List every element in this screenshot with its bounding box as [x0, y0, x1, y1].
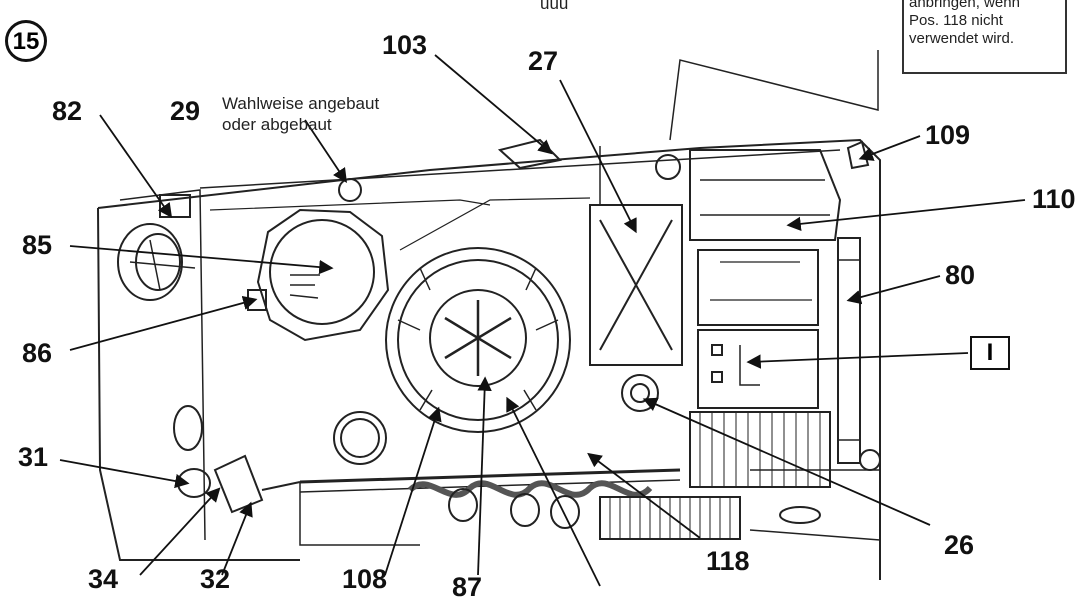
figure-number: 15: [5, 20, 47, 62]
callout-80: 80: [945, 260, 976, 290]
machine-drawing: [59, 50, 1026, 587]
motor-82-housing: [117, 223, 183, 301]
note-box-line-2: Pos. 118 nicht: [909, 12, 1003, 29]
boxed-label-i: I: [970, 336, 1010, 370]
knob-29: [338, 178, 362, 202]
callout-27: 27: [528, 46, 559, 76]
pump-26: [621, 374, 659, 412]
part-110-housing: [689, 149, 842, 241]
heater-80: [837, 237, 861, 464]
top-fragment-text: uuu: [540, 0, 569, 13]
callout-32: 32: [200, 564, 231, 594]
control-module: [697, 329, 819, 409]
valve-27-knob: [655, 154, 681, 180]
diagram-canvas: anbringen, wenn Pos. 118 nicht verwendet…: [5, 0, 1076, 601]
leader-80: [846, 275, 941, 305]
leader-110: [786, 199, 1026, 232]
leader-31: [59, 459, 190, 489]
left-panel: [119, 189, 206, 541]
leader-32: [221, 501, 253, 576]
note-box: anbringen, wenn Pos. 118 nicht verwendet…: [902, 0, 1067, 74]
leader-85: [69, 245, 334, 275]
leader-I: [746, 352, 969, 369]
callout-34: 34: [88, 564, 119, 594]
callout-82: 82: [52, 96, 83, 126]
leader-27: [559, 79, 637, 234]
pump-85-flange: [256, 208, 390, 342]
note-box-line-3: verwendet wird.: [909, 30, 1015, 47]
filter-27-frame: [589, 204, 683, 366]
leader-26: [642, 397, 931, 526]
note-29-line-1: Wahlweise angebaut: [222, 94, 380, 113]
note-29: Wahlweise angebaut oder abgebaut: [222, 94, 379, 135]
leader-108: [384, 406, 442, 576]
callout-86: 86: [22, 338, 53, 368]
part-34-bracket: [213, 454, 264, 514]
callout-110: 110: [1032, 184, 1076, 214]
leader-103: [434, 54, 553, 155]
callout-108: 108: [342, 564, 388, 594]
callout-109: 109: [925, 120, 971, 150]
drum-outer: [385, 247, 571, 433]
note-leader: [669, 50, 879, 141]
leader-87: [477, 376, 492, 576]
leader-29: [304, 119, 347, 183]
clip-109: [846, 140, 870, 170]
callout-118: 118: [706, 546, 750, 576]
callout-85: 85: [22, 230, 53, 260]
leader-82: [99, 114, 173, 218]
callout-87: 87: [452, 572, 483, 602]
note-29-line-2: oder abgebaut: [222, 114, 332, 134]
cabinet-outline-top: [97, 138, 881, 580]
leader-118: [587, 452, 701, 539]
leader-86: [69, 295, 258, 351]
callout-29: 29: [170, 96, 201, 126]
callout-31: 31: [18, 442, 49, 472]
leader-34: [139, 487, 221, 576]
leader-bottom: [506, 396, 601, 587]
callout-26: 26: [944, 530, 975, 560]
callout-103: 103: [382, 30, 428, 60]
cabinet-outline-left: [97, 207, 300, 561]
leader-109: [858, 135, 921, 161]
pump-85-body: [269, 219, 375, 325]
note-box-line-1: anbringen, wenn: [909, 0, 1020, 11]
sensor-103: [497, 138, 563, 170]
